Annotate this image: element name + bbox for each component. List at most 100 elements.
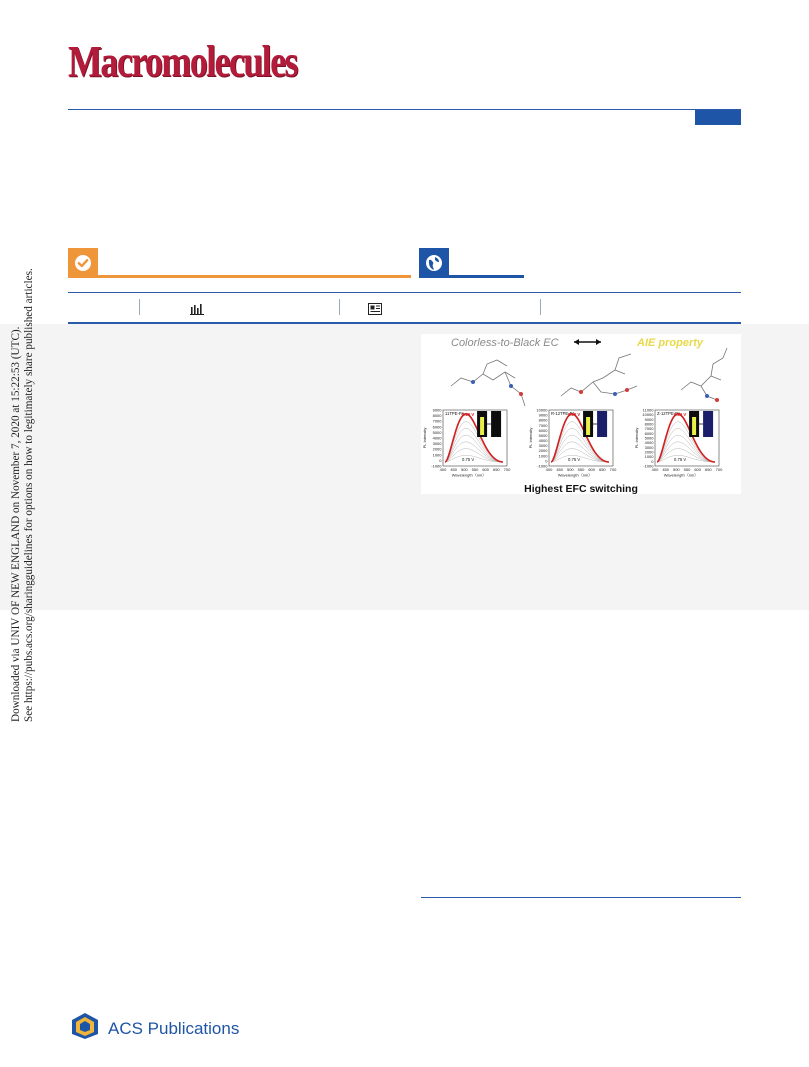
pl-curve-red <box>656 413 716 463</box>
graphic-caption: Highest EFC switching <box>524 483 638 494</box>
x-tick-label: 700 <box>716 467 723 472</box>
y-tick-label: 0 <box>439 458 442 463</box>
toc-graphic: Colorless-to-Black EC AIE property <box>421 334 741 494</box>
y-tick-label: 4000 <box>539 438 549 443</box>
pl-curve-gray <box>656 455 716 463</box>
y-tick-label: 2000 <box>539 448 549 453</box>
x-axis-label: Wavelength（nm） <box>664 473 699 478</box>
y-tick-label: 9000 <box>645 417 655 422</box>
pl-curve-gray <box>550 441 610 463</box>
double-arrow-icon <box>574 339 601 345</box>
panel-sample-name: Z-12TPE-PA <box>657 411 681 416</box>
pl-curve-gray <box>444 434 504 463</box>
pl-curve-gray <box>550 428 610 463</box>
pl-curve-gray <box>656 448 716 463</box>
y-axis-label: PL Intensity <box>422 428 427 449</box>
pl-curve-gray <box>656 441 716 463</box>
pl-curve-gray <box>656 434 716 463</box>
y-tick-label: 11000 <box>643 408 655 413</box>
y-tick-label: 7000 <box>645 426 655 431</box>
y-tick-label: 2000 <box>433 447 443 452</box>
y-tick-label: -1000 <box>537 464 548 469</box>
inset-photo-dark <box>597 411 608 437</box>
journal-title: Macromolecules <box>68 37 298 86</box>
y-axis-label: PL Intensity <box>634 428 639 449</box>
y-tick-label: 5000 <box>539 433 549 438</box>
y-tick-label: 1000 <box>539 453 549 458</box>
x-tick-label: 450 <box>450 467 457 472</box>
y-tick-label: -1000 <box>431 464 442 469</box>
pl-curve-gray <box>550 455 610 463</box>
check-circle-icon <box>68 248 98 278</box>
pl-curve-red <box>550 413 610 463</box>
x-tick-label: 500 <box>461 467 468 472</box>
pl-curve-gray <box>444 455 504 463</box>
panel-sample-name: 11TPE-PA <box>445 411 464 416</box>
inset-fluorescent-film <box>586 417 591 435</box>
pl-curve-gray <box>550 434 610 463</box>
acs-hexagon-icon <box>68 1012 102 1045</box>
newspaper-icon[interactable] <box>368 302 382 320</box>
y-tick-label: 3000 <box>433 441 443 446</box>
x-tick-label: 700 <box>610 467 617 472</box>
y-tick-label: 7000 <box>433 419 443 424</box>
public-access-bar[interactable] <box>419 248 524 278</box>
x-tick-label: 600 <box>588 467 595 472</box>
pl-curve-gray <box>444 448 504 463</box>
y-tick-label: 8000 <box>645 422 655 427</box>
inset-photo-dark <box>703 411 714 437</box>
x-tick-label: 550 <box>472 467 479 472</box>
x-tick-label: 400 <box>440 467 447 472</box>
y-tick-label: 6000 <box>433 424 443 429</box>
x-tick-label: 550 <box>578 467 585 472</box>
x-axis-label: Wavelength（nm） <box>558 473 593 478</box>
pl-curve-red <box>444 413 504 463</box>
pl-spectrum-panel: 1100010000900080007000600050004000300020… <box>634 408 723 478</box>
globe-icon <box>419 248 449 278</box>
pl-curve-gray <box>656 428 716 463</box>
metrics-separator <box>139 299 140 315</box>
pl-curve-gray <box>444 428 504 463</box>
inset-fluorescent-film <box>480 417 485 435</box>
x-tick-label: 650 <box>599 467 606 472</box>
inset-photo-dark <box>491 411 502 437</box>
molecule-structure-3 <box>680 347 728 402</box>
x-tick-label: 650 <box>493 467 500 472</box>
x-tick-label: 600 <box>694 467 701 472</box>
x-tick-label: 700 <box>504 467 511 472</box>
pl-spectrum-panel: 9000800070006000500040003000200010000-10… <box>422 408 511 478</box>
metrics-bar-top-rule <box>68 292 741 293</box>
x-tick-label: 500 <box>673 467 680 472</box>
y-tick-label: 4000 <box>645 440 655 445</box>
pl-spectrum-panel: 1000090008000700060005000400030002000100… <box>528 408 617 478</box>
x-axis-label: Wavelength（nm） <box>452 473 487 478</box>
y-tick-label: 10000 <box>642 412 654 417</box>
x-tick-label: 400 <box>652 467 659 472</box>
pl-curve-gray <box>444 441 504 463</box>
voltage-low-label: 0.75 V <box>674 457 686 462</box>
metrics-separator <box>540 299 541 315</box>
y-tick-label: 6000 <box>539 428 549 433</box>
header-rule <box>68 109 741 110</box>
x-tick-label: 600 <box>482 467 489 472</box>
inset-fluorescent-film <box>692 417 697 435</box>
x-tick-label: 400 <box>546 467 553 472</box>
y-tick-label: 4000 <box>433 436 443 441</box>
y-tick-label: 6000 <box>645 431 655 436</box>
x-tick-label: 450 <box>556 467 563 472</box>
panel-sample-name: R-12TPE-PA <box>551 411 575 416</box>
voltage-high-label: 0.90 V <box>674 412 686 417</box>
y-tick-label: 1000 <box>645 454 655 459</box>
y-tick-label: 3000 <box>539 443 549 448</box>
y-tick-label: 1000 <box>433 452 443 457</box>
voltage-high-label: 0.90 V <box>568 412 580 417</box>
download-notice-line1: Downloaded via UNIV OF NEW ENGLAND on No… <box>10 326 22 722</box>
y-tick-label: 8000 <box>433 413 443 418</box>
bar-chart-icon[interactable] <box>190 302 204 320</box>
open-access-bar[interactable] <box>68 248 411 278</box>
acs-publications-label: ACS Publications <box>108 1018 240 1038</box>
public-access-underline <box>449 275 524 278</box>
y-tick-label: 9000 <box>539 413 549 418</box>
acs-publications-logo[interactable]: ACS Publications <box>68 1012 239 1045</box>
download-notice-line2: See https://pubs.acs.org/sharingguidelin… <box>23 268 35 722</box>
